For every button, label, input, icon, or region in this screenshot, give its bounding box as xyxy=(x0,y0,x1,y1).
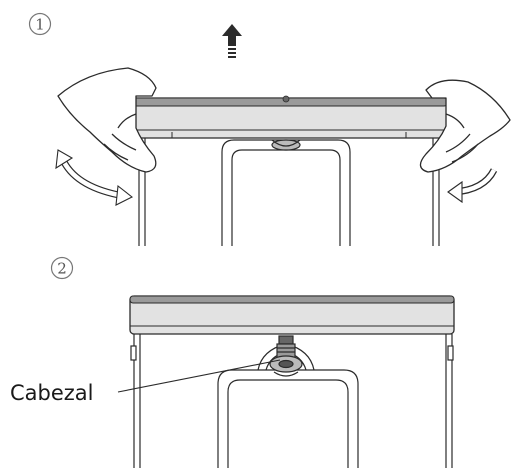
step-1-number: 1 xyxy=(35,16,45,34)
head-callout: Cabezal xyxy=(10,359,281,405)
rotate-cw-icon xyxy=(447,168,498,204)
right-hand-icon xyxy=(419,79,511,173)
lid-top xyxy=(129,295,455,335)
unit-frame xyxy=(138,138,440,246)
left-hand-icon xyxy=(57,67,157,173)
head-assembly xyxy=(269,335,303,377)
up-arrow-icon xyxy=(222,24,242,58)
step-2-badge: 2 xyxy=(50,256,74,280)
callout-label: Cabezal xyxy=(10,381,94,405)
rotate-ccw-icon xyxy=(55,149,134,206)
step-1-badge: 1 xyxy=(28,12,52,36)
step-2-number: 2 xyxy=(57,260,67,278)
step-1-panel: 1 xyxy=(28,12,511,246)
step-2-panel: 2 xyxy=(10,256,455,468)
head-top xyxy=(271,139,301,151)
lid-lifted xyxy=(129,95,449,139)
